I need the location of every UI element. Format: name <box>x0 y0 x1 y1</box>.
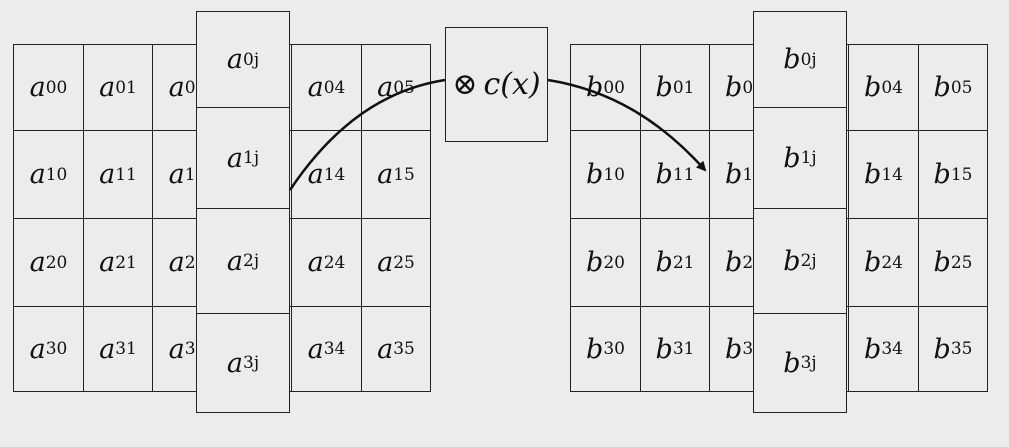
cell-letter: a <box>226 245 243 277</box>
cell-letter: b <box>783 347 801 379</box>
cell-letter: b <box>725 247 743 278</box>
operation-label: c(x) <box>483 67 541 102</box>
cell-letter: a <box>29 159 46 190</box>
cell-letter: b <box>655 72 673 103</box>
cell-letter: b <box>933 333 951 365</box>
cell-letter: a <box>99 333 116 365</box>
cell-letter: b <box>783 142 801 174</box>
cell-letter: a <box>168 159 185 190</box>
cell-letter: b <box>586 72 604 103</box>
cell-letter: a <box>29 72 46 103</box>
mix-column-operation-box: ⊗ c(x) <box>445 27 548 142</box>
cell-letter: b <box>725 333 743 365</box>
cell-letter: b <box>725 72 743 103</box>
cell-letter: a <box>377 72 394 103</box>
cell-letter: a <box>377 333 394 365</box>
cell-letter: b <box>586 159 604 190</box>
cell-letter: b <box>655 333 673 365</box>
cell-letter: b <box>864 72 882 103</box>
cell-letter: a <box>29 247 46 278</box>
cell-letter: a <box>377 247 394 278</box>
cell-letter: b <box>725 159 743 190</box>
cell-letter: a <box>226 44 243 75</box>
cell-letter: b <box>864 247 882 278</box>
cell-letter: a <box>99 247 116 278</box>
cell-letter: b <box>933 159 951 190</box>
cell-letter: b <box>864 333 882 365</box>
cell-letter: a <box>307 72 324 103</box>
cell-letter: a <box>226 347 243 379</box>
cell-letter: a <box>307 247 324 278</box>
cell-letter: a <box>99 72 116 103</box>
cell-letter: a <box>99 159 116 190</box>
cell-letter: a <box>307 159 324 190</box>
cell-letter: a <box>168 333 185 365</box>
cell-letter: b <box>783 245 801 277</box>
cell-letter: b <box>655 247 673 278</box>
cell-letter: b <box>864 159 882 190</box>
cell-letter: a <box>168 247 185 278</box>
cell-letter: b <box>586 333 604 365</box>
cell-letter: a <box>377 159 394 190</box>
otimes-symbol: ⊗ <box>452 67 478 102</box>
cell-letter: b <box>586 247 604 278</box>
cell-letter: b <box>783 44 801 75</box>
cell-letter: a <box>226 142 243 174</box>
cell-letter: a <box>168 72 185 103</box>
cell-letter: b <box>933 72 951 103</box>
cell-letter: b <box>655 159 673 190</box>
cell-letter: a <box>307 333 324 365</box>
cell-letter: a <box>29 333 46 365</box>
cell-letter: b <box>933 247 951 278</box>
